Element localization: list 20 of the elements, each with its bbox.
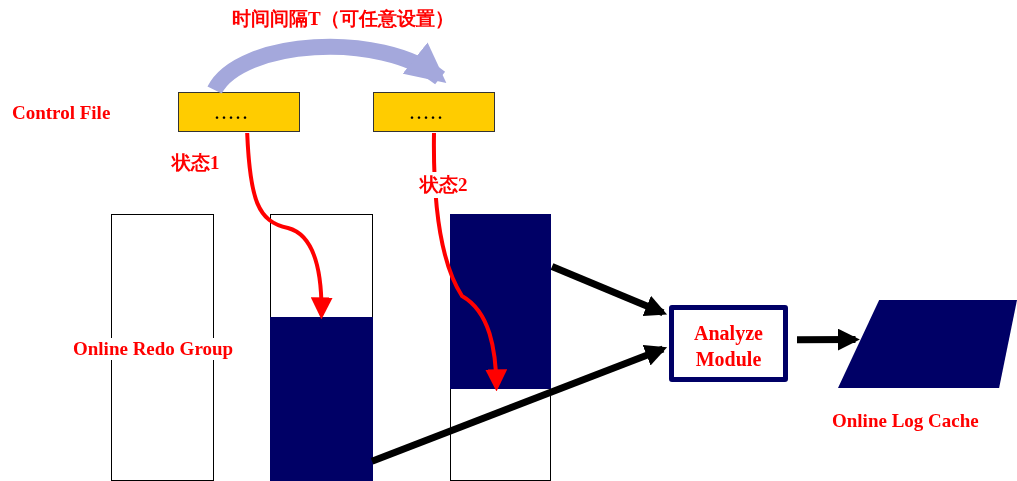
module-box bbox=[669, 305, 788, 382]
filled-segment bbox=[450, 214, 551, 389]
arrow bbox=[208, 38, 447, 95]
arrow bbox=[370, 344, 668, 465]
log-file-box bbox=[450, 214, 551, 481]
node-label: Online Log Cache bbox=[832, 410, 979, 432]
node-label: ..... bbox=[410, 105, 445, 123]
node-label: Control File bbox=[12, 102, 111, 124]
arrow bbox=[245, 132, 333, 320]
arrow bbox=[431, 133, 507, 392]
arrow bbox=[550, 263, 668, 317]
caption: Online Redo Group bbox=[73, 338, 234, 360]
control-file-box bbox=[373, 92, 495, 132]
edge-label: 状态2 bbox=[420, 172, 468, 198]
node-label: Analyze Module bbox=[693, 321, 764, 372]
node-label: ..... bbox=[215, 105, 250, 123]
log-file-box bbox=[270, 214, 373, 481]
control-file-box bbox=[178, 92, 300, 132]
filled-segment bbox=[270, 317, 373, 481]
parallelogram-shape bbox=[838, 300, 1017, 388]
